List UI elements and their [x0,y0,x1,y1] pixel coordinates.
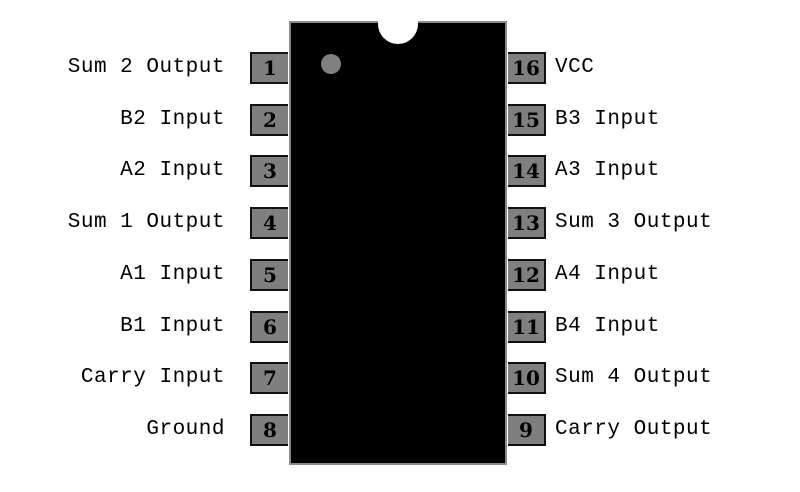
pin-label-9: Carry Output [555,418,713,441]
pin-4: 4 [250,207,288,239]
pin-label-14: A3 Input [555,159,660,182]
pin-9: 9 [508,414,546,446]
pin-label-8: Ground [146,418,225,441]
pin-3: 3 [250,155,288,187]
pin-label-6: B1 Input [120,315,225,338]
ic-body [289,21,507,465]
pin1-indicator-dot [321,54,341,74]
pin-label-2: B2 Input [120,108,225,131]
pin-label-4: Sum 1 Output [67,211,225,234]
pin-2: 2 [250,104,288,136]
pin-16: 16 [508,52,546,84]
pin-8: 8 [250,414,288,446]
pin-14: 14 [508,155,546,187]
pin-label-11: B4 Input [555,315,660,338]
pin-label-3: A2 Input [120,159,225,182]
pin-5: 5 [250,259,288,291]
pin-6: 6 [250,311,288,343]
pin-label-7: Carry Input [80,366,225,389]
pin-10: 10 [508,362,546,394]
pin-15: 15 [508,104,546,136]
pin-label-13: Sum 3 Output [555,211,713,234]
orientation-notch [378,10,418,44]
pin-label-16: VCC [555,56,595,79]
pin-11: 11 [508,311,546,343]
pin-label-1: Sum 2 Output [67,56,225,79]
pin-12: 12 [508,259,546,291]
pin-1: 1 [250,52,288,84]
pin-label-15: B3 Input [555,108,660,131]
pin-label-5: A1 Input [120,263,225,286]
pin-label-12: A4 Input [555,263,660,286]
pin-13: 13 [508,207,546,239]
pin-label-10: Sum 4 Output [555,366,713,389]
pin-7: 7 [250,362,288,394]
